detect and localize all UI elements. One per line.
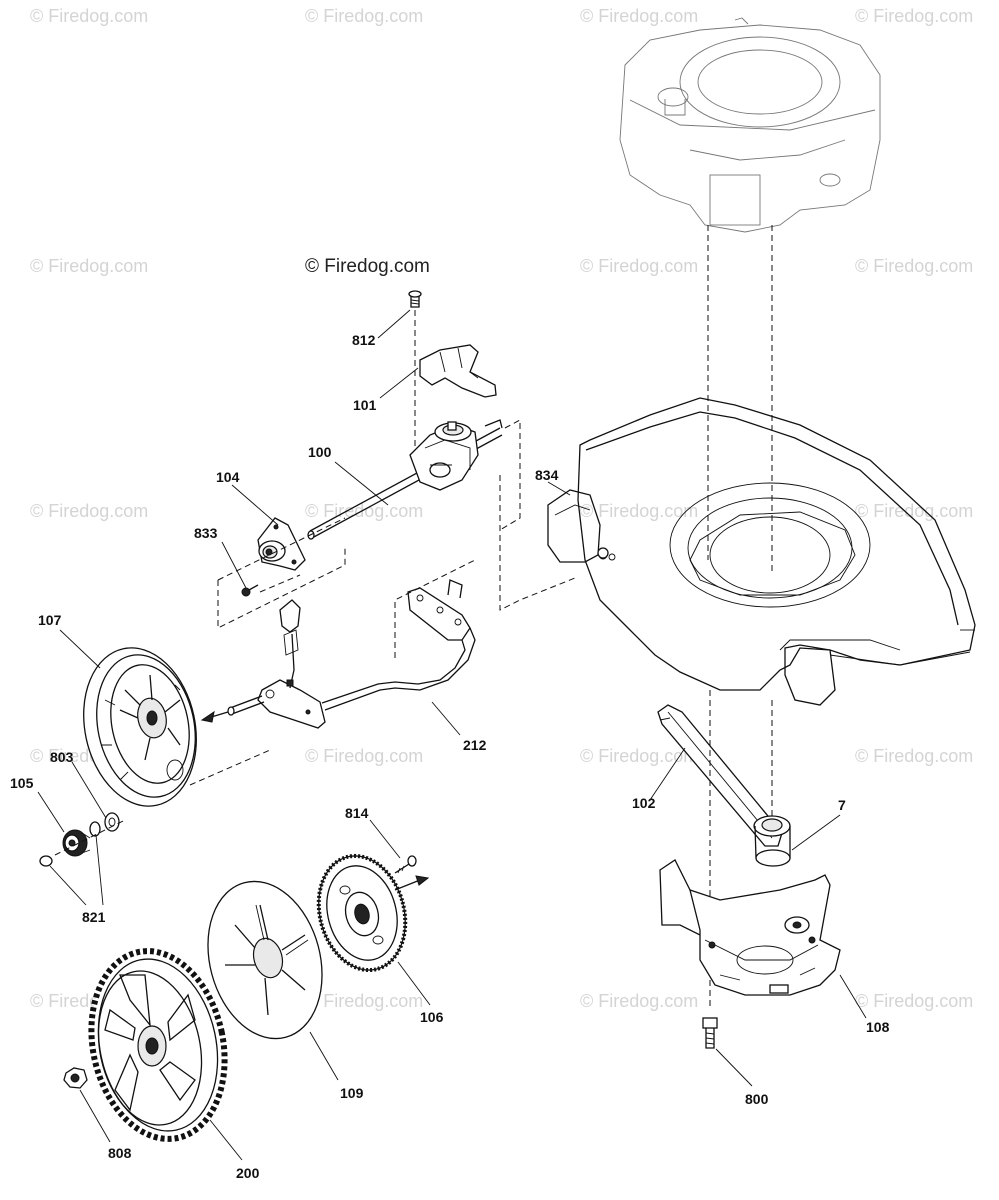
part-812-screw — [408, 290, 422, 308]
part-label-101: 101 — [353, 397, 377, 413]
part-label-7: 7 — [838, 797, 846, 813]
watermark: © Firedog.com — [305, 6, 423, 26]
part-107-rear-wheel — [83, 647, 197, 807]
watermark: © Firedog.com — [30, 256, 148, 276]
direction-arrow — [394, 879, 421, 891]
direction-arrow-head — [415, 875, 430, 886]
part-label-104: 104 — [216, 469, 240, 485]
watermark: © Firedog.com — [855, 6, 973, 26]
part-label-106: 106 — [420, 1009, 444, 1025]
part-labels: 812 101 100 104 833 834 107 212 803 105 … — [10, 332, 890, 1181]
axle-alignment-line — [499, 419, 521, 531]
watermark: © Firedog.com — [580, 6, 698, 26]
watermark: © Firedog.com — [305, 991, 423, 1011]
axle-alignment-line — [499, 475, 576, 611]
part-label-100: 100 — [308, 444, 332, 460]
watermark: © Firedog.com — [580, 991, 698, 1011]
part-7-blade-adapter — [753, 815, 791, 867]
screw-alignment-line — [259, 574, 301, 593]
part-821-clip — [39, 821, 101, 867]
part-label-814: 814 — [345, 805, 369, 821]
part-814-screw — [394, 855, 417, 874]
watermark: © Firedog.com — [305, 746, 423, 766]
engine-drawing — [619, 17, 881, 233]
bracket-alignment-box — [217, 517, 346, 581]
part-106-drive-gear — [316, 853, 408, 973]
direction-arrow-head — [200, 710, 215, 723]
part-label-109: 109 — [340, 1085, 364, 1101]
part-834-screw — [597, 547, 609, 559]
part-label-812: 812 — [352, 332, 376, 348]
part-label-833: 833 — [194, 525, 218, 541]
part-label-212: 212 — [463, 737, 487, 753]
part-label-803: 803 — [50, 749, 74, 765]
part-label-821: 821 — [82, 909, 106, 925]
mower-deck-drawing — [547, 397, 976, 706]
watermark: © Firedog.com — [580, 256, 698, 276]
part-101-cable-bracket — [419, 344, 497, 398]
part-label-105: 105 — [10, 775, 34, 791]
adapter-alignment-line — [54, 819, 126, 856]
part-108-baffle — [659, 859, 841, 996]
leader-lines — [37, 309, 867, 1161]
watermark: © Firedog.com — [580, 746, 698, 766]
watermark-layer: © Firedog.com © Firedog.com © Firedog.co… — [30, 6, 973, 1011]
watermark: © Firedog.com — [30, 6, 148, 26]
watermark: © Firedog.com — [855, 501, 973, 521]
part-803-washer — [104, 812, 120, 832]
watermark: © Firedog.com — [855, 991, 973, 1011]
wheel-alignment-line — [189, 749, 271, 786]
part-104-bearing-bracket — [257, 517, 306, 571]
part-label-107: 107 — [38, 612, 62, 628]
part-label-200: 200 — [236, 1165, 260, 1181]
watermark: © Firedog.com — [30, 501, 148, 521]
part-label-808: 808 — [108, 1145, 132, 1161]
part-212-height-adjuster — [227, 579, 476, 729]
part-label-834: 834 — [535, 467, 559, 483]
part-label-102: 102 — [632, 795, 656, 811]
part-800-bolt — [702, 1017, 718, 1049]
part-100-drive-axle — [307, 419, 503, 540]
watermark: © Firedog.com — [580, 501, 698, 521]
watermark: © Firedog.com — [855, 256, 973, 276]
bracket-alignment-box — [217, 545, 346, 629]
part-105-wheel-adapter — [62, 829, 91, 857]
part-109-wheel-cover — [207, 880, 323, 1040]
part-808-hex-nut — [63, 1067, 88, 1089]
part-label-800: 800 — [745, 1091, 769, 1107]
main-watermark: © Firedog.com — [305, 256, 430, 277]
watermark: © Firedog.com — [305, 501, 423, 521]
part-102-mower-blade — [657, 704, 783, 847]
part-200-wheel-tire — [88, 948, 228, 1142]
watermark: © Firedog.com — [855, 746, 973, 766]
part-833-screw — [241, 584, 259, 597]
part-label-108: 108 — [866, 1019, 890, 1035]
